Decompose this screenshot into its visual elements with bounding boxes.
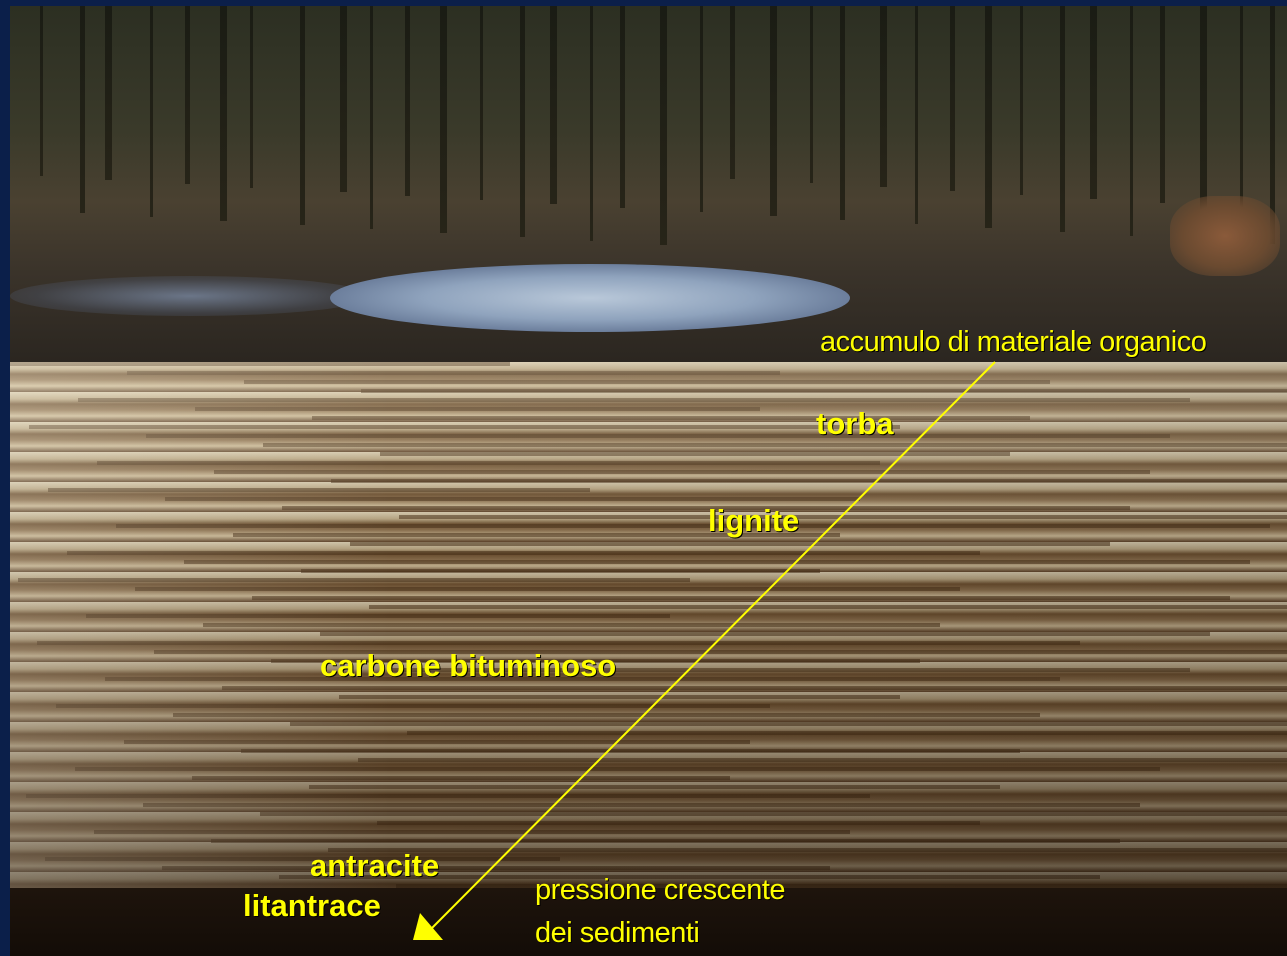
label-lignite: lignite [708,503,799,539]
label-pressione-2: dei sedimenti [535,917,699,950]
label-pressione-1: pressione crescente [535,874,785,907]
label-antracite: antracite [310,848,439,884]
label-litantrace: litantrace [243,888,381,924]
label-torba: torba [816,406,894,442]
pressure-arrow-head [413,913,443,940]
label-accumulo: accumulo di materiale organico [820,326,1206,359]
pressure-arrow-line [428,362,995,932]
label-carbone-bituminoso: carbone bituminoso [320,648,616,684]
